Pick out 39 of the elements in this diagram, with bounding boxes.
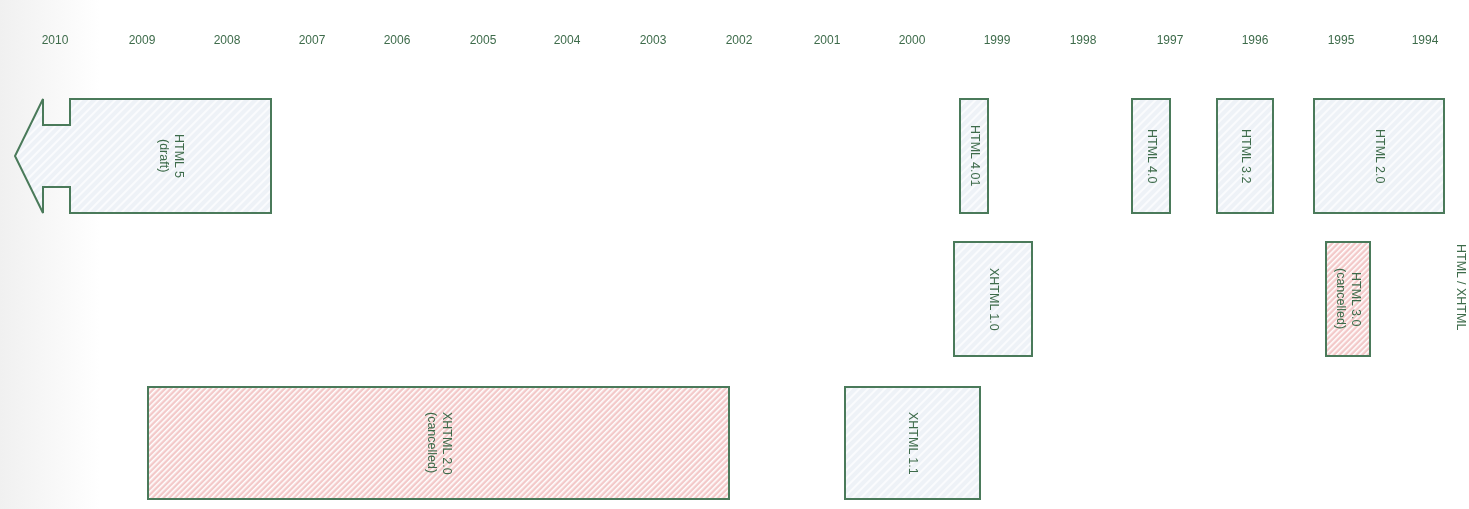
version-box <box>1313 98 1445 214</box>
status-note: (draft) <box>156 138 171 175</box>
year-label: 2002 <box>725 33 753 47</box>
status-note: (cancelled) <box>423 411 439 475</box>
year-label: 1994 <box>1411 33 1439 47</box>
year-label: 2000 <box>898 33 926 47</box>
year-label: 2005 <box>469 33 497 47</box>
version-label: HTML 5 <box>171 134 186 178</box>
year-label: 2009 <box>128 33 156 47</box>
version-box <box>147 386 730 500</box>
year-label: 1998 <box>1069 33 1097 47</box>
version-label: HTML 3.2 <box>1237 128 1253 184</box>
status-note: (cancelled) <box>1333 268 1348 330</box>
axis-title: HTML / XHTML <box>1454 244 1468 331</box>
version-label: HTML 4.0 <box>1143 128 1159 184</box>
year-label: 2007 <box>298 33 326 47</box>
year-label: 1999 <box>983 33 1011 47</box>
year-label: 2008 <box>213 33 241 47</box>
version-label: HTML 4.01 <box>966 125 982 187</box>
year-label: 1995 <box>1327 33 1355 47</box>
arrow-shaped-box <box>14 98 272 214</box>
version-label: XHTML 1.1 <box>905 411 920 475</box>
version-label: HTML 3.0 <box>1348 270 1363 329</box>
year-label: 2004 <box>553 33 581 47</box>
version-box <box>959 98 989 214</box>
version-label: XHTML 1.0 <box>985 267 1001 331</box>
year-label: 1997 <box>1156 33 1184 47</box>
version-box <box>953 241 1033 357</box>
year-label: 2010 <box>41 33 69 47</box>
version-box <box>1325 241 1371 357</box>
year-label: 2001 <box>813 33 841 47</box>
version-box <box>1216 98 1274 214</box>
version-box <box>844 386 981 500</box>
version-label: XHTML 2.0 <box>438 411 454 475</box>
version-box <box>1131 98 1171 214</box>
year-label: 1996 <box>1241 33 1269 47</box>
year-label: 2006 <box>383 33 411 47</box>
version-label: HTML 2.0 <box>1371 128 1387 184</box>
year-label: 2003 <box>639 33 667 47</box>
